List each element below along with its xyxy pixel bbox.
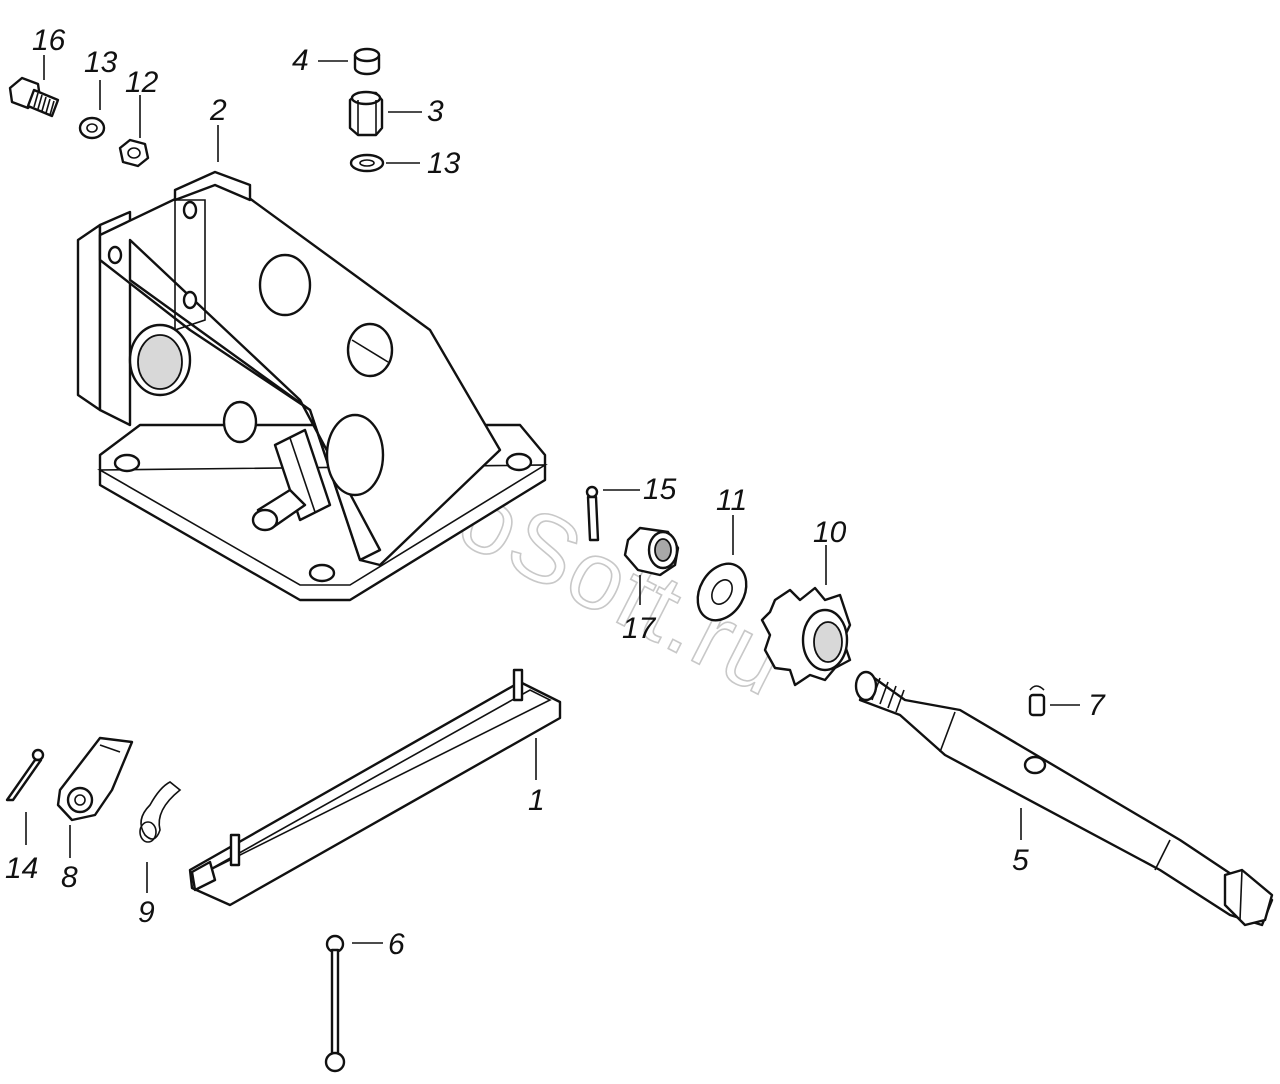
label-10: 10 (813, 516, 847, 549)
part-6-rod[interactable] (324, 934, 346, 1073)
part-2-bracket[interactable] (76, 170, 548, 602)
label-13-right: 13 (427, 147, 461, 180)
label-13-top-left: 13 (84, 46, 118, 79)
label-15: 15 (643, 473, 677, 506)
label-7: 7 (1088, 689, 1106, 722)
part-13-washer-left[interactable] (78, 116, 106, 140)
part-14-split-pin[interactable] (5, 748, 45, 802)
leader-lines (25, 55, 1080, 944)
label-8: 8 (61, 861, 78, 894)
part-10-sprocket[interactable] (760, 586, 852, 687)
label-5: 5 (1012, 844, 1029, 877)
label-1: 1 (528, 784, 545, 817)
label-3: 3 (427, 95, 444, 128)
label-12: 12 (125, 66, 159, 99)
callout-labels: 16 13 12 2 4 3 13 15 11 10 17 7 1 5 14 8… (5, 24, 1106, 961)
part-17-castle-nut[interactable] (623, 526, 680, 577)
part-11-washer[interactable] (688, 555, 756, 629)
part-15-split-pin[interactable] (585, 485, 600, 542)
part-9-spring-clip[interactable] (139, 781, 182, 843)
label-14: 14 (5, 852, 38, 885)
label-2: 2 (209, 94, 227, 127)
label-16: 16 (32, 24, 66, 57)
part-3-hex-fitting[interactable] (348, 90, 384, 137)
part-1-channel-rail[interactable] (188, 668, 562, 907)
label-11: 11 (716, 484, 747, 517)
part-16-bolt[interactable] (8, 76, 60, 118)
part-5-shaft[interactable] (854, 670, 1274, 927)
part-4-cap[interactable] (353, 47, 381, 76)
part-7-pin[interactable] (1028, 685, 1046, 717)
part-13-washer-right[interactable] (349, 153, 385, 173)
label-6: 6 (388, 928, 405, 961)
part-12-nut[interactable] (118, 138, 150, 168)
label-17: 17 (622, 612, 657, 645)
label-4: 4 (292, 44, 309, 77)
part-8-clevis[interactable] (56, 736, 134, 822)
label-9: 9 (138, 896, 155, 929)
